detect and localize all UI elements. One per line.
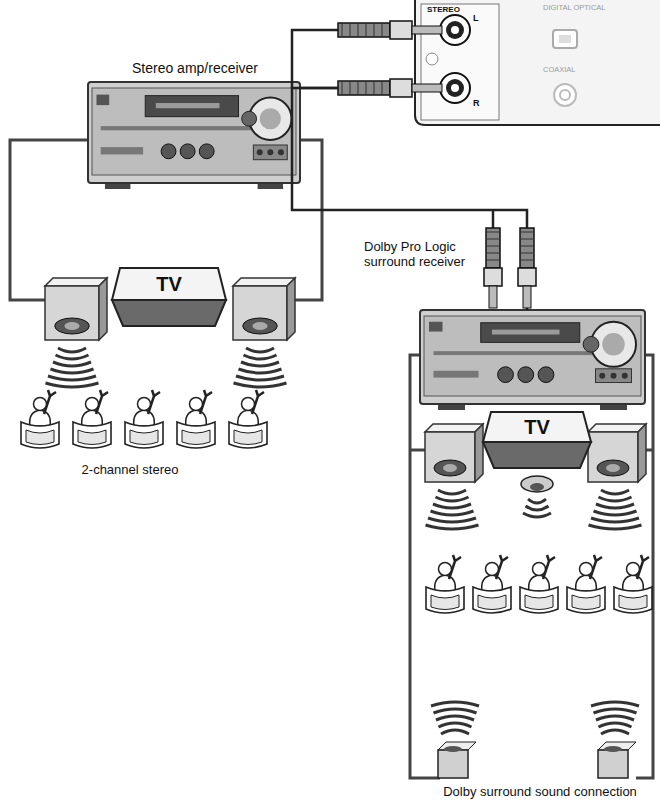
- component-node: TV: [121, 271, 217, 298]
- node-text: R: [473, 98, 485, 108]
- rca-plug: [338, 79, 442, 97]
- speaker-wire: [410, 449, 425, 452]
- seated-person: [177, 390, 215, 448]
- component-node: Stereo amp/receiver: [80, 58, 310, 190]
- component-node: TV: [491, 414, 583, 441]
- speaker: [588, 424, 646, 482]
- seated-person: [73, 390, 111, 448]
- speaker-wire: [646, 449, 653, 452]
- node-text: Stereo amp/receiver: [80, 60, 310, 76]
- receiver-illustration: [88, 82, 300, 189]
- sound-waves: [591, 702, 639, 734]
- sound-waves: [523, 499, 551, 517]
- seated-person: [473, 555, 511, 613]
- sound-waves: [589, 490, 642, 529]
- rca-plug: [518, 228, 536, 308]
- node-text: DIGITAL OPTICAL: [543, 4, 613, 13]
- rca-plug: [338, 21, 442, 39]
- seated-person: [567, 555, 605, 613]
- node-text: Dolby Pro Logic surround receiver: [364, 240, 468, 270]
- surround-speaker: [438, 742, 476, 778]
- seated-person: [125, 390, 163, 448]
- node-text: L: [473, 13, 485, 23]
- caption-label: 2-channel stereo: [80, 462, 181, 477]
- rear-panel: [415, 0, 660, 125]
- node-text: COAXIAL: [543, 66, 613, 75]
- center-speaker: [521, 476, 553, 492]
- speaker: [425, 424, 483, 482]
- cable-branch: [492, 210, 495, 230]
- tv-illustration: [483, 412, 591, 468]
- rca-plug: [484, 228, 502, 308]
- speaker-wire: [410, 355, 440, 778]
- surround-speaker: [598, 742, 636, 778]
- seated-person: [229, 390, 267, 448]
- receiver-illustration: [420, 310, 645, 410]
- speaker: [233, 278, 295, 340]
- plug-lead: [300, 87, 338, 90]
- plug-lead: [292, 30, 338, 88]
- component-node: Dolby Pro Logic surround receiver: [420, 310, 645, 408]
- seated-person: [614, 555, 652, 613]
- sound-waves: [46, 348, 99, 387]
- node-text: TV: [491, 416, 583, 439]
- speaker-wire: [10, 140, 88, 300]
- tv-illustration: [112, 268, 226, 326]
- caption-label: Dolby surround sound connection: [441, 784, 639, 799]
- speaker: [45, 278, 107, 340]
- node-text: STEREO: [427, 5, 487, 14]
- seated-person: [520, 555, 558, 613]
- seated-person: [426, 555, 464, 613]
- seated-person: [21, 390, 59, 448]
- node-text: TV: [121, 273, 217, 296]
- sound-waves: [431, 702, 479, 734]
- audio-cable: [292, 88, 527, 310]
- sound-waves: [426, 490, 479, 529]
- sound-waves: [234, 348, 287, 387]
- component-node: STEREOL R DIGITAL OPTICAL COAXIAL: [415, 0, 660, 125]
